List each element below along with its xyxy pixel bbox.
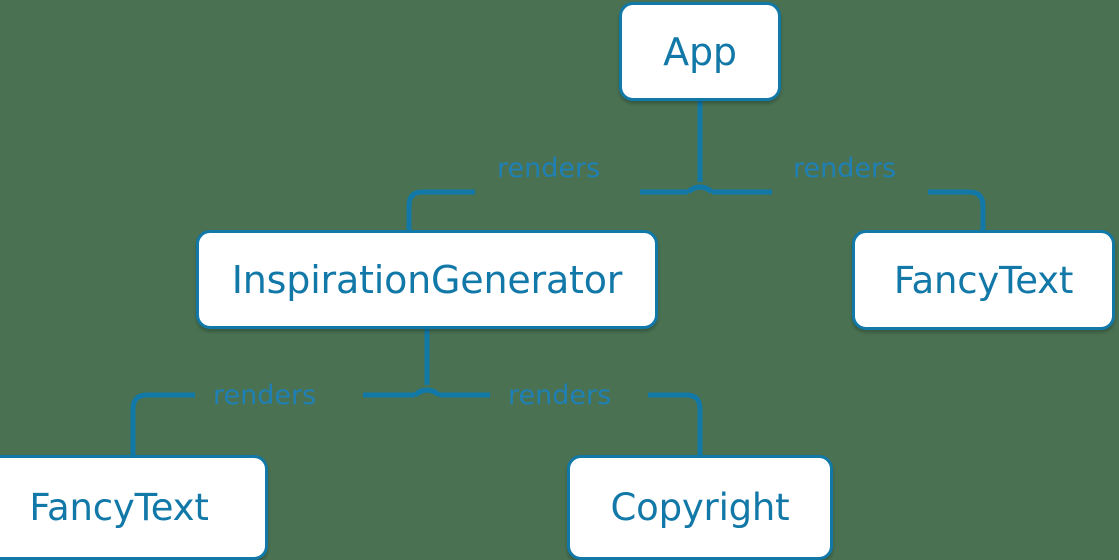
node-fancy-text-left-label: FancyText bbox=[29, 486, 209, 529]
edge-app-to-inspirationgenerator-elbow bbox=[406, 189, 425, 230]
node-app[interactable]: App bbox=[619, 2, 781, 101]
edge-app-junction bbox=[686, 184, 714, 195]
edge-ig-to-fancytext-elbow bbox=[130, 392, 148, 455]
edge-label-app-to-inspirationgenerator: renders bbox=[497, 153, 601, 184]
node-inspiration-generator[interactable]: InspirationGenerator bbox=[196, 230, 658, 329]
node-fancy-text-right-label: FancyText bbox=[893, 258, 1074, 302]
edge-app-to-fancytext-elbow bbox=[968, 189, 986, 230]
edge-label-app-to-fancytext: renders bbox=[793, 153, 897, 184]
edge-inspirationgenerator-junction bbox=[413, 387, 441, 398]
node-fancy-text-right[interactable]: FancyText bbox=[852, 230, 1115, 330]
node-fancy-text-left[interactable]: FancyText bbox=[0, 455, 268, 560]
node-copyright[interactable]: Copyright bbox=[567, 455, 833, 560]
edge-label-inspirationgenerator-to-fancytext: renders bbox=[213, 380, 317, 411]
node-inspiration-generator-label: InspirationGenerator bbox=[231, 257, 623, 302]
node-copyright-label: Copyright bbox=[610, 486, 790, 529]
edge-ig-to-copyright-elbow bbox=[685, 392, 703, 455]
node-app-label: App bbox=[663, 29, 737, 74]
edge-label-inspirationgenerator-to-copyright: renders bbox=[508, 380, 612, 411]
